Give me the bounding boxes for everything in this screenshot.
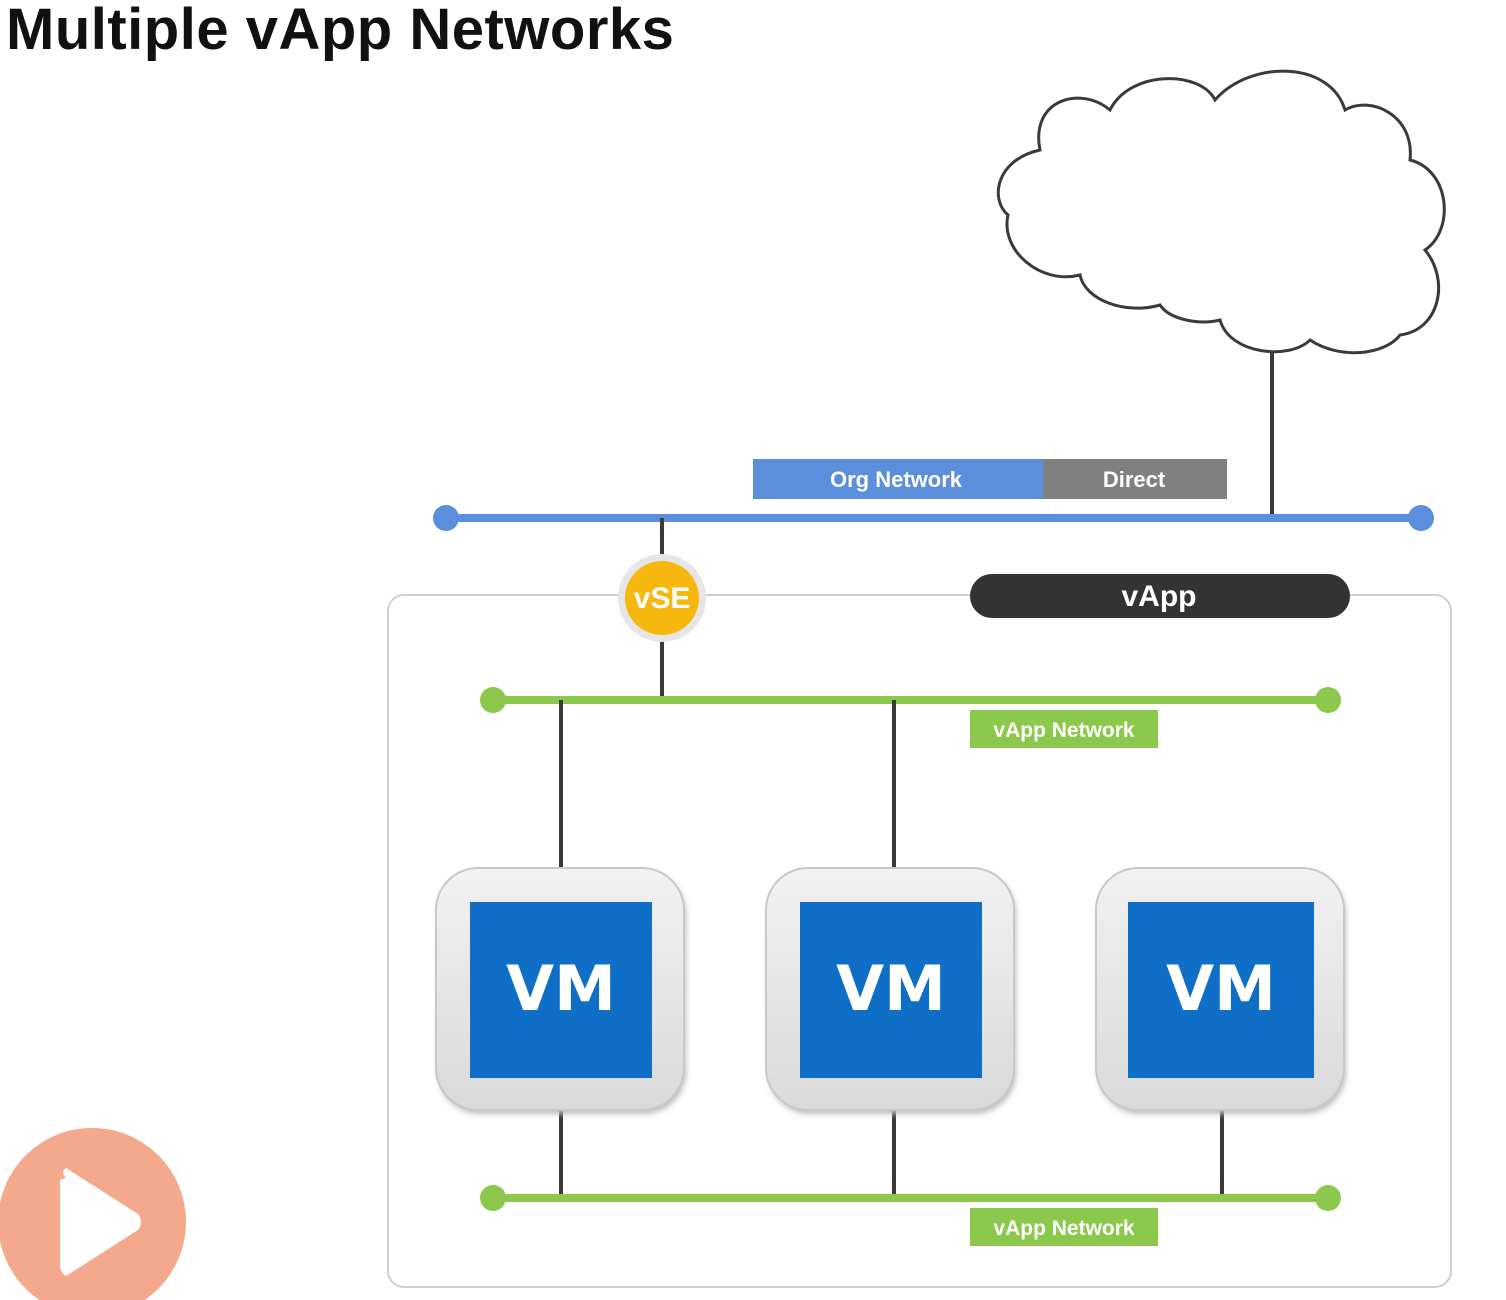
vapp-network-top-tag	[970, 710, 1158, 748]
page-title: Multiple vApp Networks	[6, 0, 675, 62]
vm-3-label: VM	[1166, 952, 1276, 1025]
vapp-network-bottom-endpoint-right	[1315, 1185, 1341, 1211]
vm-1: VM	[435, 867, 686, 1114]
play-button[interactable]	[0, 1128, 186, 1300]
vm-3-box	[1128, 902, 1314, 1078]
vse-label: vSE	[634, 582, 691, 615]
org-network-tag	[753, 459, 1043, 499]
vapp-network-bottom-label: vApp Network	[993, 1217, 1135, 1240]
vm-1-label: VM	[506, 952, 616, 1025]
vapp-pill	[970, 574, 1350, 618]
vapp-network-bottom-endpoint-left	[480, 1185, 506, 1211]
direct-label: Direct	[1103, 467, 1166, 492]
org-network-label: Org Network	[830, 467, 963, 492]
vm-3: VM	[1095, 867, 1346, 1114]
vapp-network-top-endpoint-left	[480, 687, 506, 713]
vm-2-box	[800, 902, 982, 1078]
org-network-endpoint-left	[433, 505, 459, 531]
vapp-network-top-label: vApp Network	[993, 719, 1135, 742]
cloud-icon	[996, 69, 1446, 355]
direct-tag	[1043, 459, 1227, 499]
vm-1-box	[470, 902, 652, 1078]
vapp-network-top-endpoint-right	[1315, 687, 1341, 713]
vse-edge-gateway	[625, 561, 699, 635]
vapp-network-bottom-tag	[970, 1208, 1158, 1246]
vm-2-label: VM	[836, 952, 946, 1025]
vm-2: VM	[765, 867, 1016, 1114]
vapp-label: vApp	[1122, 580, 1197, 613]
org-network-endpoint-right	[1408, 505, 1434, 531]
play-icon	[60, 1168, 141, 1276]
vapp-container	[387, 594, 1452, 1288]
